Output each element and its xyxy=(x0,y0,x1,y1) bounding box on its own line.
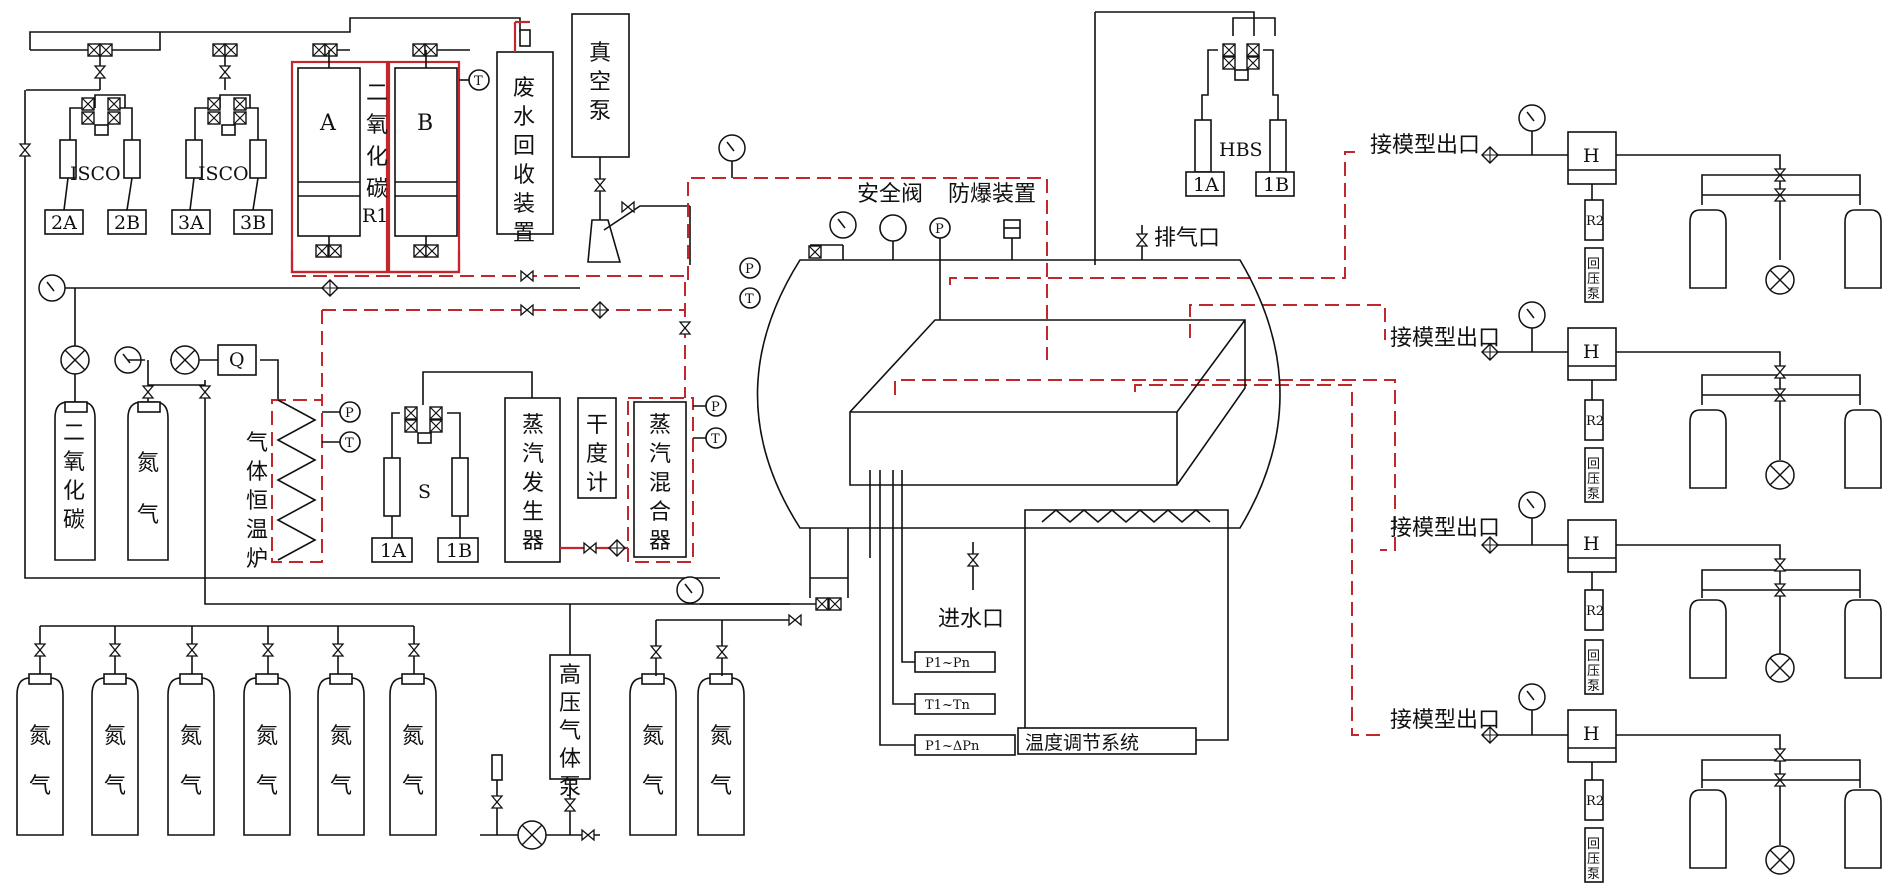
isco-label-3: ISCO xyxy=(198,163,249,185)
s-1a-label: 1A xyxy=(380,540,406,562)
s-1b-label: 1B xyxy=(446,540,472,562)
svg-text:R2: R2 xyxy=(1586,214,1604,229)
waste-water-recovery: 废水回收装置 xyxy=(496,20,554,246)
isco-2b-label: 2B xyxy=(114,212,140,234)
r1-label: R1 xyxy=(362,205,388,227)
hbs-1a-label: 1A xyxy=(1193,174,1219,196)
svg-text:P: P xyxy=(345,406,354,421)
svg-text:H: H xyxy=(1583,145,1600,167)
svg-text:回压泵: 回压泵 xyxy=(1587,257,1600,302)
outlet-3: 接模型出口 H R2 回压泵 xyxy=(1390,491,1882,695)
svg-text:P: P xyxy=(745,262,754,277)
svg-text:接模型出口: 接模型出口 xyxy=(1370,133,1480,158)
s-pump: S 1A 1B xyxy=(371,371,533,563)
hbs-1b-label: 1B xyxy=(1263,174,1289,196)
svg-text:T: T xyxy=(745,292,754,307)
svg-text:P: P xyxy=(711,400,720,415)
svg-text:接模型出口: 接模型出口 xyxy=(1390,326,1500,351)
safety-valve-label: 安全阀 xyxy=(857,182,923,207)
svg-text:T: T xyxy=(345,436,354,451)
svg-text:废水回收装置: 废水回收装置 xyxy=(513,76,535,246)
svg-text:T: T xyxy=(474,74,483,89)
gas-thermostat-oven: 气体恒温炉 P T xyxy=(246,399,361,572)
svg-text:接模型出口: 接模型出口 xyxy=(1390,516,1500,541)
svg-text:T: T xyxy=(711,432,720,447)
svg-text:二氧化碳: 二氧化碳 xyxy=(63,421,85,533)
co2-storage-tanks: A B R1 二氧化碳 T xyxy=(290,50,490,274)
tank-a-label: A xyxy=(319,111,337,136)
svg-text:氮气: 氮气 xyxy=(137,451,159,528)
svg-text:氮气: 氮气 xyxy=(29,724,51,799)
co2-vertical-label: 二氧化碳 xyxy=(366,81,388,202)
svg-text:干度计: 干度计 xyxy=(586,413,608,496)
svg-text:氮气: 氮气 xyxy=(180,724,202,799)
svg-text:蒸汽发生器: 蒸汽发生器 xyxy=(522,413,544,554)
svg-text:氮气: 氮气 xyxy=(402,724,424,799)
s-label: S xyxy=(418,481,431,503)
dp-label: P1~ΔPn xyxy=(925,739,980,754)
svg-text:回压泵: 回压泵 xyxy=(1587,457,1600,502)
outlet-2: 接模型出口 H R2 回压泵 xyxy=(1390,301,1882,503)
svg-text:P: P xyxy=(935,222,944,237)
isco-label-2: ISCO xyxy=(70,163,121,185)
svg-text:氮气: 氮气 xyxy=(710,724,732,799)
hbs-pump: HBS 1A 1B xyxy=(1094,11,1295,265)
svg-text:氮气: 氮气 xyxy=(642,724,664,799)
svg-text:H: H xyxy=(1583,533,1600,555)
svg-text:R2: R2 xyxy=(1586,794,1604,809)
water-inlet-label: 进水口 xyxy=(938,607,1004,632)
p1pn-label: P1~Pn xyxy=(925,656,971,671)
outlet-1: 接模型出口 H R2 回压泵 xyxy=(1370,104,1882,303)
svg-text:回压泵: 回压泵 xyxy=(1587,649,1600,694)
heated-lines xyxy=(290,151,1396,736)
nitrogen-cylinders xyxy=(16,673,745,836)
svg-text:R2: R2 xyxy=(1586,604,1604,619)
isco-2a-label: 2A xyxy=(51,212,77,234)
svg-text:接模型出口: 接模型出口 xyxy=(1390,708,1500,733)
temp-ctrl-label: 温度调节系统 xyxy=(1025,732,1139,754)
q-label: Q xyxy=(229,349,245,371)
isco-3a-label: 3A xyxy=(178,212,204,234)
outlet-4: 接模型出口 H R2 回压泵 xyxy=(1390,683,1882,883)
isco-3b-label: 3B xyxy=(240,212,266,234)
svg-text:H: H xyxy=(1583,723,1600,745)
svg-text:蒸汽混合器: 蒸汽混合器 xyxy=(649,413,671,554)
svg-text:气体恒温炉: 气体恒温炉 xyxy=(246,431,268,572)
reaction-vessel: P P T 安全阀 防爆装置 排气口 进水口 xyxy=(700,182,1281,632)
svg-text:回压泵: 回压泵 xyxy=(1587,837,1600,882)
tank-b-label: B xyxy=(417,111,433,136)
exhaust-label: 排气口 xyxy=(1154,226,1220,251)
nitrogen-bank xyxy=(34,625,420,675)
isco-pump-group-2: ISCO 2A 2B xyxy=(44,94,147,235)
svg-text:真空泵: 真空泵 xyxy=(589,41,611,124)
isco-pump-group-3: ISCO 3A 3B xyxy=(171,94,273,235)
svg-text:H: H xyxy=(1583,341,1600,363)
svg-text:氮气: 氮气 xyxy=(256,724,278,799)
explosion-proof-label: 防爆装置 xyxy=(948,182,1036,207)
svg-text:R2: R2 xyxy=(1586,414,1604,429)
vacuum-pump: 真空泵 xyxy=(571,13,690,263)
hbs-label: HBS xyxy=(1219,139,1263,161)
t1tn-label: T1~Tn xyxy=(925,698,971,713)
svg-text:氮气: 氮气 xyxy=(104,724,126,799)
svg-text:氮气: 氮气 xyxy=(330,724,352,799)
